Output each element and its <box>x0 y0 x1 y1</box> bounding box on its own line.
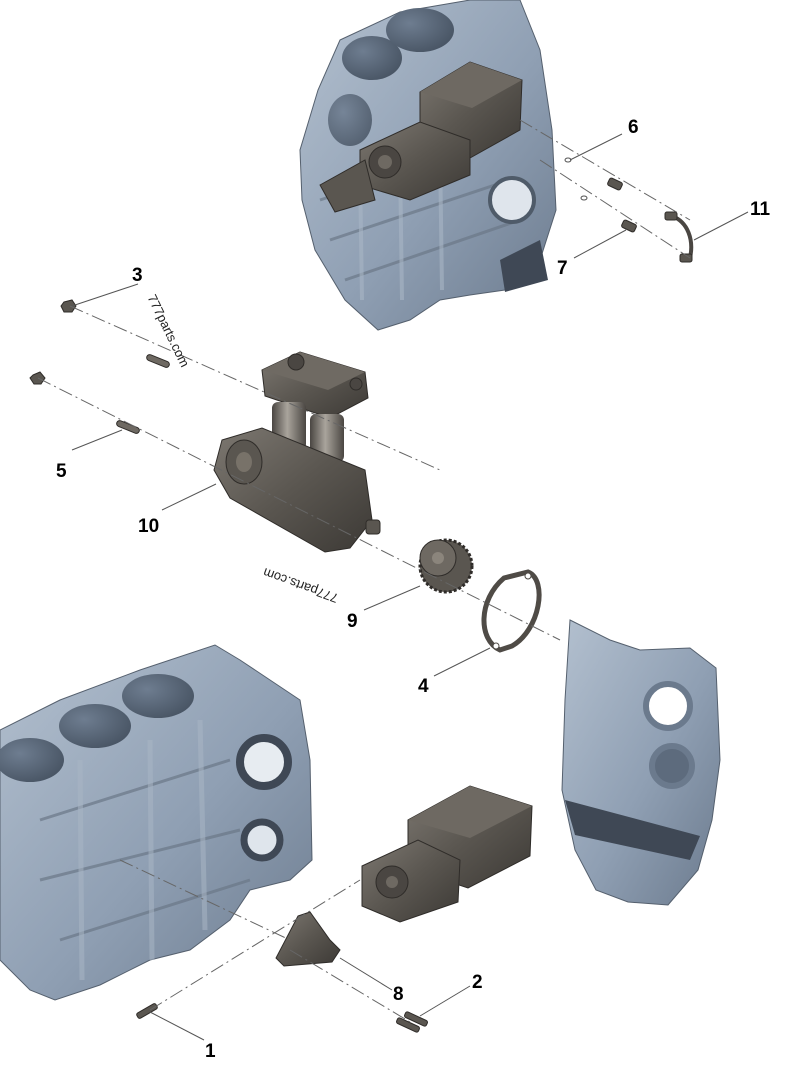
callout-9: 9 <box>347 611 358 632</box>
callout-11: 11 <box>750 199 771 220</box>
callout-5: 5 <box>56 461 67 482</box>
nut-part-3 <box>60 299 77 313</box>
tube-assembly-part-11 <box>664 211 694 263</box>
callout-2: 2 <box>472 972 483 993</box>
engine-block-front-view <box>561 619 721 906</box>
bolts-part-2 <box>396 1011 428 1033</box>
fitting-part-7 <box>607 177 637 233</box>
callout-3: 3 <box>132 265 143 286</box>
gasket-part-4 <box>481 569 542 653</box>
air-compressor-part-10 <box>213 351 381 553</box>
air-compressor-installed-bottom <box>361 785 533 923</box>
assembly-axis-lines <box>37 119 691 1023</box>
bolt-part-1 <box>136 1003 158 1019</box>
stud-part-5 <box>116 420 140 434</box>
callout-4: 4 <box>418 676 429 697</box>
callout-1: 1 <box>205 1041 216 1062</box>
air-compressor-installed-top <box>319 61 523 213</box>
nut-part-5 <box>29 371 46 385</box>
callout-10: 10 <box>138 516 160 537</box>
stud-part-3-set <box>146 354 170 368</box>
engine-block-lower-left <box>0 644 313 1001</box>
callout-7: 7 <box>557 258 568 279</box>
bracket-part-8 <box>275 911 341 967</box>
callout-6: 6 <box>628 117 639 138</box>
callout-8: 8 <box>393 984 404 1005</box>
callout-leader-lines <box>71 133 749 1041</box>
drive-gear-part-9 <box>418 538 474 594</box>
